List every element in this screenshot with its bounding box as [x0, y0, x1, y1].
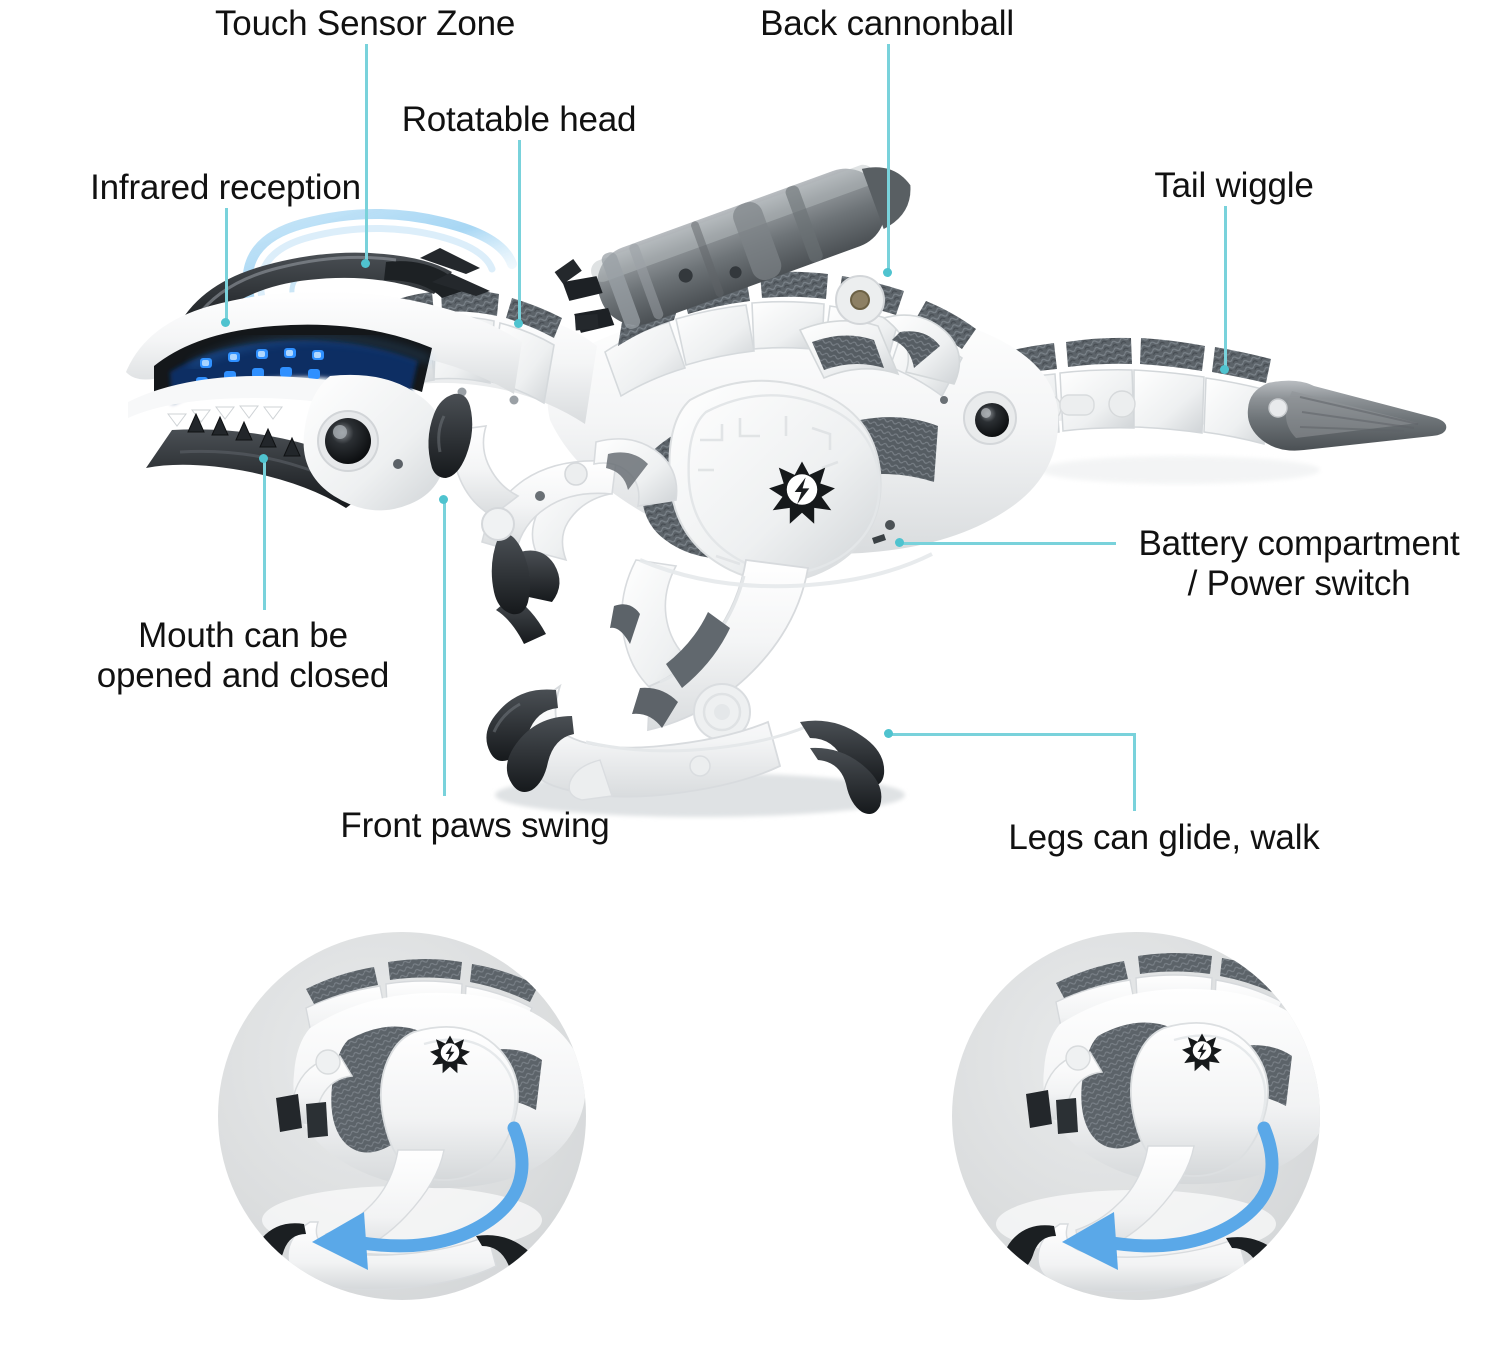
- dino-front-arms: [428, 393, 678, 644]
- dino-neck: [345, 289, 597, 424]
- callout-label-front-paws-swing: Front paws swing: [340, 806, 610, 845]
- curved-rotation-arrow-icon: [1062, 1121, 1279, 1270]
- leader-line-legs-glide-horizontal: [888, 733, 1136, 736]
- inset-rotation-demo-right: [952, 932, 1320, 1300]
- leader-dot-front-paws-swing: [439, 495, 448, 504]
- leader-dot-rotatable-head: [514, 319, 523, 328]
- led-eye-strip: [170, 336, 431, 404]
- callout-label-legs-glide-walk: Legs can glide, walk: [1008, 818, 1320, 857]
- callout-label-touch-sensor-zone: Touch Sensor Zone: [215, 4, 516, 43]
- upper-teeth: [167, 405, 283, 427]
- lightning-starburst-emblem: [769, 461, 835, 524]
- inset-rotation-demo-left: [218, 932, 586, 1300]
- callout-label-infrared-reception: Infrared reception: [90, 168, 361, 207]
- leader-line-tail-wiggle: [1224, 206, 1227, 372]
- leader-line-infrared-reception: [225, 208, 228, 326]
- dino-body: [547, 271, 1095, 583]
- foot-claws-front: [486, 689, 574, 792]
- callout-label-tail-wiggle: Tail wiggle: [1154, 166, 1314, 205]
- leader-line-battery-power: [900, 542, 1116, 545]
- callout-label-battery-power: Battery compartment / Power switch: [1138, 524, 1460, 603]
- touch-sensor-swirl: [242, 209, 517, 305]
- leader-dot-legs-glide: [884, 729, 893, 738]
- leader-dot-touch-sensor-zone: [361, 259, 370, 268]
- leader-line-front-paws-swing: [443, 500, 446, 796]
- leader-dot-back-cannonball: [883, 268, 892, 277]
- leader-line-rotatable-head: [518, 140, 521, 326]
- callout-label-mouth-open-close: Mouth can be opened and closed: [96, 616, 390, 695]
- leader-dot-tail-wiggle: [1220, 365, 1229, 374]
- lightning-starburst-emblem: [430, 1035, 470, 1074]
- foot-claws-rear: [800, 720, 885, 814]
- dino-legs: [486, 558, 885, 814]
- leader-dot-mouth-open-close: [259, 454, 268, 463]
- leader-line-legs-glide-vertical: [1133, 733, 1136, 811]
- curved-rotation-arrow-icon: [312, 1121, 529, 1270]
- dino-head: [126, 209, 522, 511]
- dino-tail: [930, 337, 1447, 451]
- leader-line-mouth-open-close: [263, 458, 266, 610]
- leader-dot-infrared-reception: [221, 318, 230, 327]
- leader-line-touch-sensor-zone: [365, 44, 368, 266]
- back-cannon-launcher: [554, 164, 961, 385]
- callout-label-rotatable-head: Rotatable head: [401, 100, 637, 139]
- leader-dot-battery-power: [895, 538, 904, 547]
- leader-line-back-cannonball: [887, 44, 890, 274]
- callout-label-back-cannonball: Back cannonball: [760, 4, 1014, 43]
- lightning-starburst-emblem: [1182, 1033, 1222, 1072]
